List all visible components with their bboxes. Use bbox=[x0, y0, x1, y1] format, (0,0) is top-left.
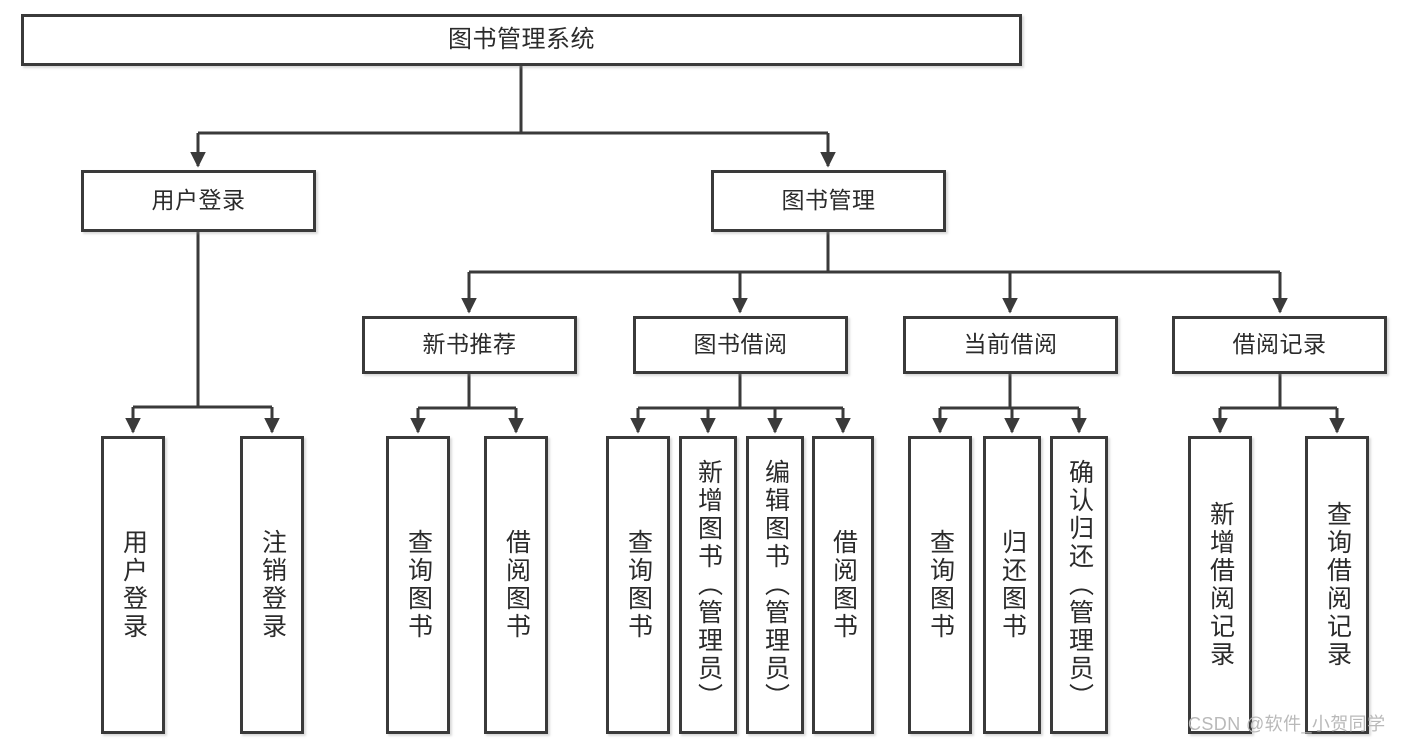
watermark-text: CSDN @软件_小贺同学 bbox=[1188, 714, 1386, 734]
node-current-borrow[interactable]: 当前借阅 bbox=[903, 316, 1118, 374]
node-leaf-query-book-2[interactable]: 查询图书 bbox=[606, 436, 670, 734]
node-book-management-label: 图书管理 bbox=[781, 187, 876, 214]
node-book-management[interactable]: 图书管理 bbox=[711, 170, 946, 232]
node-leaf-logout-label: 注销登录 bbox=[258, 529, 287, 641]
node-book-borrow-label: 图书借阅 bbox=[693, 331, 788, 358]
node-user-login-label: 用户登录 bbox=[151, 187, 246, 214]
node-leaf-return-book-label: 归还图书 bbox=[998, 529, 1027, 641]
node-leaf-return-book[interactable]: 归还图书 bbox=[983, 436, 1041, 734]
node-root[interactable]: 图书管理系统 bbox=[21, 14, 1022, 66]
node-leaf-edit-book-label: 编辑图书（管理员） bbox=[761, 459, 790, 711]
node-leaf-query-record-label: 查询借阅记录 bbox=[1323, 501, 1352, 669]
node-current-borrow-label: 当前借阅 bbox=[963, 331, 1058, 358]
node-borrow-record[interactable]: 借阅记录 bbox=[1172, 316, 1387, 374]
node-leaf-borrow-book-2-label: 借阅图书 bbox=[829, 529, 858, 641]
node-leaf-add-record[interactable]: 新增借阅记录 bbox=[1188, 436, 1252, 734]
node-leaf-add-record-label: 新增借阅记录 bbox=[1206, 501, 1235, 669]
node-leaf-borrow-book-1-label: 借阅图书 bbox=[502, 529, 531, 641]
node-root-label: 图书管理系统 bbox=[448, 25, 595, 53]
node-leaf-edit-book[interactable]: 编辑图书（管理员） bbox=[746, 436, 804, 734]
node-new-book-recommend[interactable]: 新书推荐 bbox=[362, 316, 577, 374]
node-user-login[interactable]: 用户登录 bbox=[81, 170, 316, 232]
node-leaf-confirm-return-label: 确认归还（管理员） bbox=[1065, 459, 1094, 711]
node-leaf-add-book-label: 新增图书（管理员） bbox=[694, 459, 723, 711]
node-leaf-confirm-return[interactable]: 确认归还（管理员） bbox=[1050, 436, 1108, 734]
node-leaf-borrow-book-2[interactable]: 借阅图书 bbox=[812, 436, 874, 734]
node-leaf-query-book-1[interactable]: 查询图书 bbox=[386, 436, 450, 734]
node-leaf-borrow-book-1[interactable]: 借阅图书 bbox=[484, 436, 548, 734]
node-leaf-logout[interactable]: 注销登录 bbox=[240, 436, 304, 734]
node-leaf-query-record[interactable]: 查询借阅记录 bbox=[1305, 436, 1369, 734]
node-leaf-query-book-3-label: 查询图书 bbox=[926, 529, 955, 641]
node-leaf-query-book-1-label: 查询图书 bbox=[404, 529, 433, 641]
node-leaf-query-book-2-label: 查询图书 bbox=[624, 529, 653, 641]
node-leaf-user-login[interactable]: 用户登录 bbox=[101, 436, 165, 734]
node-book-borrow[interactable]: 图书借阅 bbox=[633, 316, 848, 374]
node-leaf-add-book[interactable]: 新增图书（管理员） bbox=[679, 436, 737, 734]
node-borrow-record-label: 借阅记录 bbox=[1232, 331, 1327, 358]
node-new-book-recommend-label: 新书推荐 bbox=[422, 331, 517, 358]
node-leaf-query-book-3[interactable]: 查询图书 bbox=[908, 436, 972, 734]
node-leaf-user-login-label: 用户登录 bbox=[119, 529, 148, 641]
